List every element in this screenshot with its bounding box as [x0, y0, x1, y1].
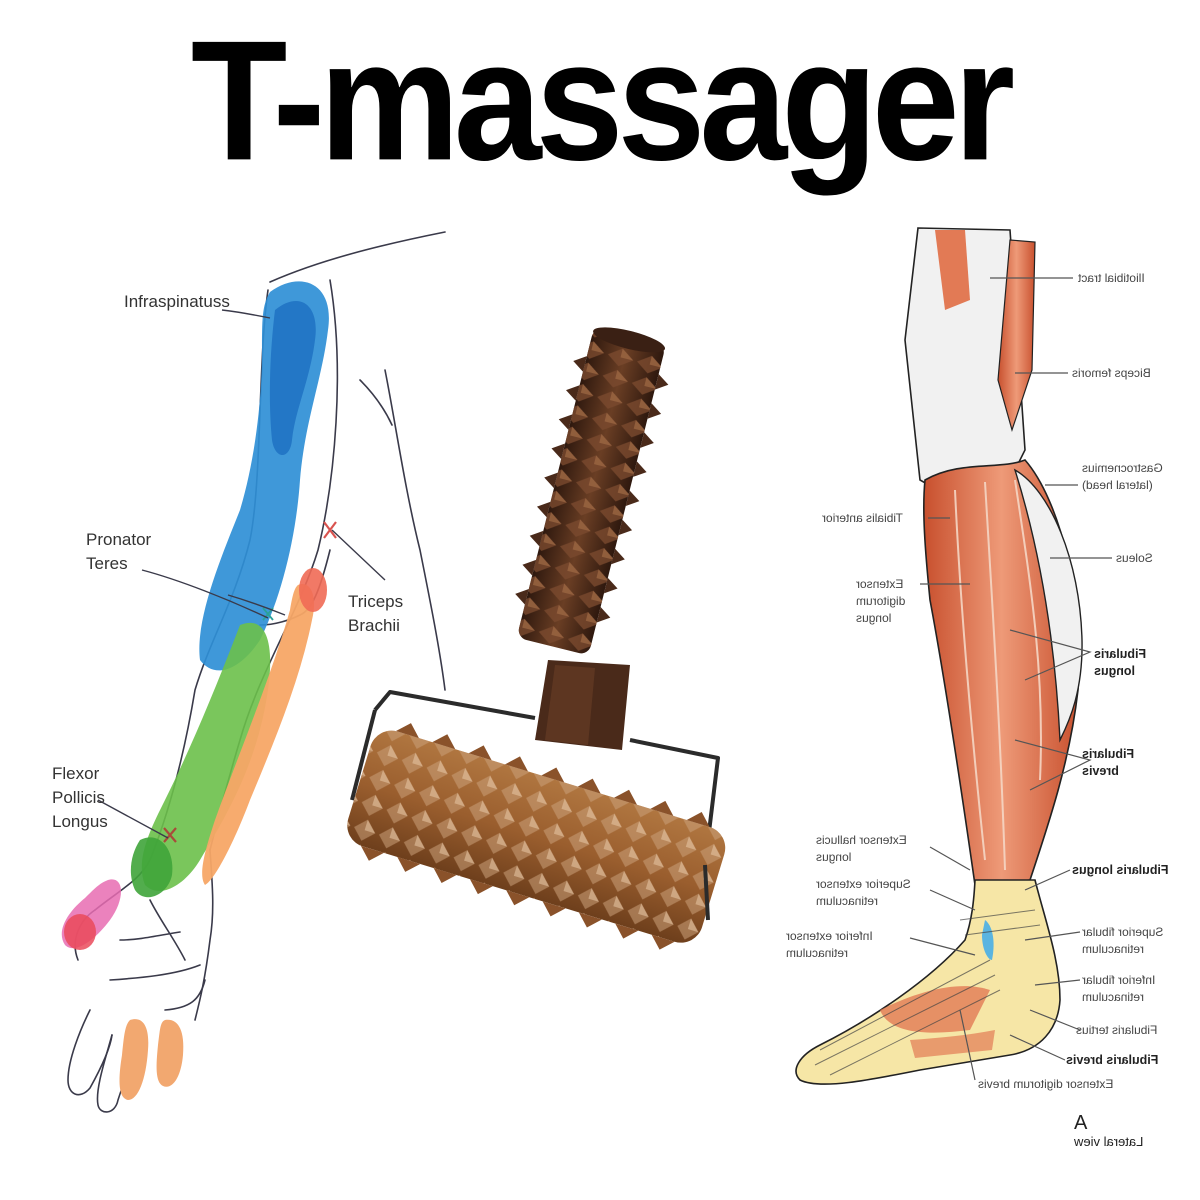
label-iliotibial-tract: Iliotibial tract [1078, 271, 1145, 285]
label-fibularis-longus-lower: Fibularis longus [1072, 863, 1169, 877]
label-biceps-femoris: Biceps femoris [1072, 366, 1151, 380]
view-letter: A [1074, 1112, 1088, 1134]
leg-illustration [795, 227, 1112, 1085]
label-infraspinatus: Infraspinatuss [124, 292, 230, 311]
label-extensor-digitorum-brevis: Extensor digitorum brevis [978, 1077, 1114, 1091]
t-massager-product [330, 320, 750, 1000]
label-superior-fibular-retinaculum: Superior fibular retinaculum [1082, 925, 1164, 956]
flexor-x-marker [163, 827, 177, 843]
label-fibularis-brevis-upper: Fibularis brevis [1082, 747, 1135, 778]
label-extensor-digitorum-longus: Extensor digitorum longus [856, 577, 906, 625]
spiked-roller-drum [347, 723, 726, 950]
label-fibularis-brevis-lower: Fibularis brevis [1066, 1053, 1159, 1067]
label-inferior-extensor-retinaculum: Inferior extensor retinaculum [786, 929, 873, 960]
label-triceps-brachii: Triceps Brachii [348, 592, 404, 635]
arm-trigger-point-diagram: Infraspinatuss Pronator Teres Triceps Br… [0, 220, 470, 1120]
label-superior-extensor-retinaculum: Superior extensor retinaculum [816, 877, 911, 908]
label-fibularis-longus-upper: Fibularis longus [1094, 647, 1147, 678]
label-soleus: Soleus [1116, 551, 1153, 565]
spiked-handle [515, 327, 669, 654]
label-inferior-fibular-retinaculum: Inferior fibular retinaculum [1082, 973, 1156, 1004]
triceps-x-marker [323, 521, 337, 539]
triceps-trigger-point [299, 568, 327, 612]
label-extensor-hallucis-longus: Extensor hallucis longus [816, 833, 907, 864]
roller-illustration [347, 327, 726, 950]
label-fibularis-tertius: Fibularis tertius [1076, 1023, 1158, 1037]
label-flexor-pollicis-longus: Flexor Pollicis Longus [52, 764, 108, 831]
label-pronator-teres: Pronator Teres [86, 530, 152, 573]
label-tibialis-anterior: Tibialis anterior [822, 511, 903, 525]
page-title: T-massager [190, 5, 1015, 197]
view-caption-text: Lateral view [1074, 1134, 1144, 1149]
arm-illustration [61, 231, 446, 1113]
label-gastrocnemius: Gastrocnemius (lateral head) [1082, 461, 1163, 492]
pronator-flexor-zone [141, 622, 271, 891]
leg-muscle-anatomy-diagram: Iliotibial tract Biceps femoris Gastrocn… [760, 220, 1200, 1149]
view-caption: A Lateral view [1074, 1098, 1143, 1150]
extensor-zone [202, 584, 315, 885]
